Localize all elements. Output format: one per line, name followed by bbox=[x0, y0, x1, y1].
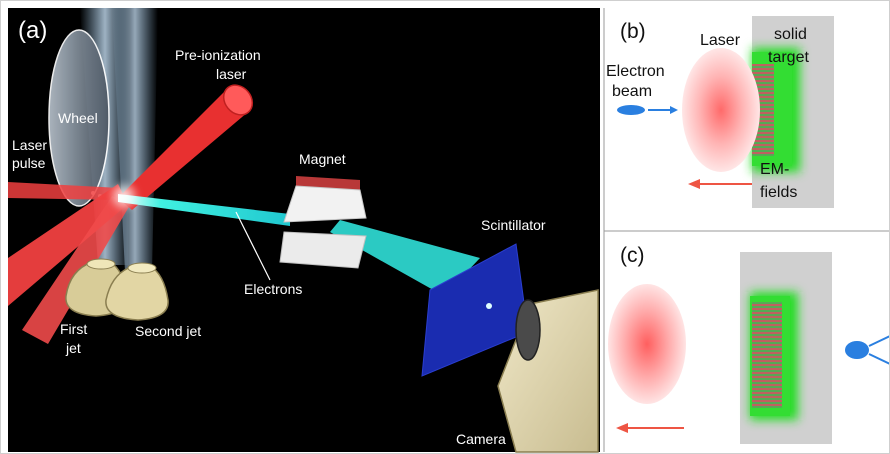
electron-beam bbox=[118, 194, 290, 226]
em-field-arrow-b-head bbox=[688, 179, 700, 189]
second-jet-nozzle bbox=[105, 265, 169, 321]
magnet-label: Magnet bbox=[299, 151, 346, 167]
electron-bunch-c bbox=[845, 341, 869, 359]
electron-beam-label-line2: beam bbox=[612, 83, 652, 100]
preionization-label-line1: Pre-ionization bbox=[175, 47, 261, 63]
panel-b-label: (b) bbox=[620, 20, 646, 43]
panel-a: (a) Wheel Laser pulse Pre-ionization las… bbox=[8, 8, 600, 453]
em-fields-label-line1: EM- bbox=[760, 161, 789, 178]
target-surface-stripes-b bbox=[752, 64, 774, 156]
wheel bbox=[48, 29, 110, 207]
laser-pulse-beam-lower bbox=[22, 196, 130, 344]
electron-beam-label-line1: Electron bbox=[606, 63, 665, 80]
laser-spot-c bbox=[608, 284, 686, 404]
solid-target-label-line2: target bbox=[768, 49, 809, 66]
solid-target-label-line1: solid bbox=[774, 26, 807, 43]
panel-a-label: (a) bbox=[18, 17, 47, 44]
preionization-label-line2: laser bbox=[216, 66, 247, 82]
first-jet-label-line1: First bbox=[60, 321, 87, 337]
first-jet-nozzle-top bbox=[86, 258, 116, 270]
scintillator-spot bbox=[486, 303, 492, 309]
interaction-hotspot bbox=[108, 180, 140, 212]
em-fields-label-line2: fields bbox=[760, 184, 797, 201]
electrons-label: Electrons bbox=[244, 281, 302, 297]
preionization-laser-beam bbox=[118, 88, 248, 210]
second-jet-label: Second jet bbox=[135, 323, 201, 339]
preionization-laser-end bbox=[222, 84, 254, 116]
electron-arrow-b-head bbox=[670, 106, 678, 114]
electron-scatter-arrow-up bbox=[868, 335, 890, 347]
electron-beam-deflected bbox=[330, 220, 480, 296]
laser-pulse-label-line2: pulse bbox=[12, 155, 46, 171]
wheel-label: Wheel bbox=[58, 110, 98, 126]
magnet-upper bbox=[283, 185, 367, 223]
camera-lens bbox=[515, 299, 541, 361]
magnet-lower bbox=[279, 231, 367, 269]
laser-pulse-label-line1: Laser bbox=[12, 137, 47, 153]
second-jet-nozzle-top bbox=[127, 262, 157, 274]
laser-spot-b bbox=[682, 48, 760, 172]
camera-label: Camera bbox=[456, 431, 506, 447]
first-jet-label-line2: jet bbox=[65, 340, 81, 356]
laser-label-b: Laser bbox=[700, 32, 741, 49]
electrons-pointer bbox=[235, 211, 271, 281]
laser-return-arrow-c-head bbox=[616, 423, 628, 433]
electron-bunch-b bbox=[617, 105, 645, 115]
panel-c: (c) bbox=[605, 232, 890, 452]
panel-c-label: (c) bbox=[620, 244, 645, 267]
target-surface-stripes-c bbox=[752, 302, 782, 408]
laser-pulse-beam bbox=[8, 184, 128, 306]
electron-scatter-arrow-down bbox=[868, 353, 890, 365]
scintillator-label: Scintillator bbox=[481, 217, 546, 233]
panel-b: (b) Laser solid target Electron beam EM-… bbox=[605, 8, 890, 230]
laser-pulse-beam-incoming bbox=[8, 182, 120, 200]
